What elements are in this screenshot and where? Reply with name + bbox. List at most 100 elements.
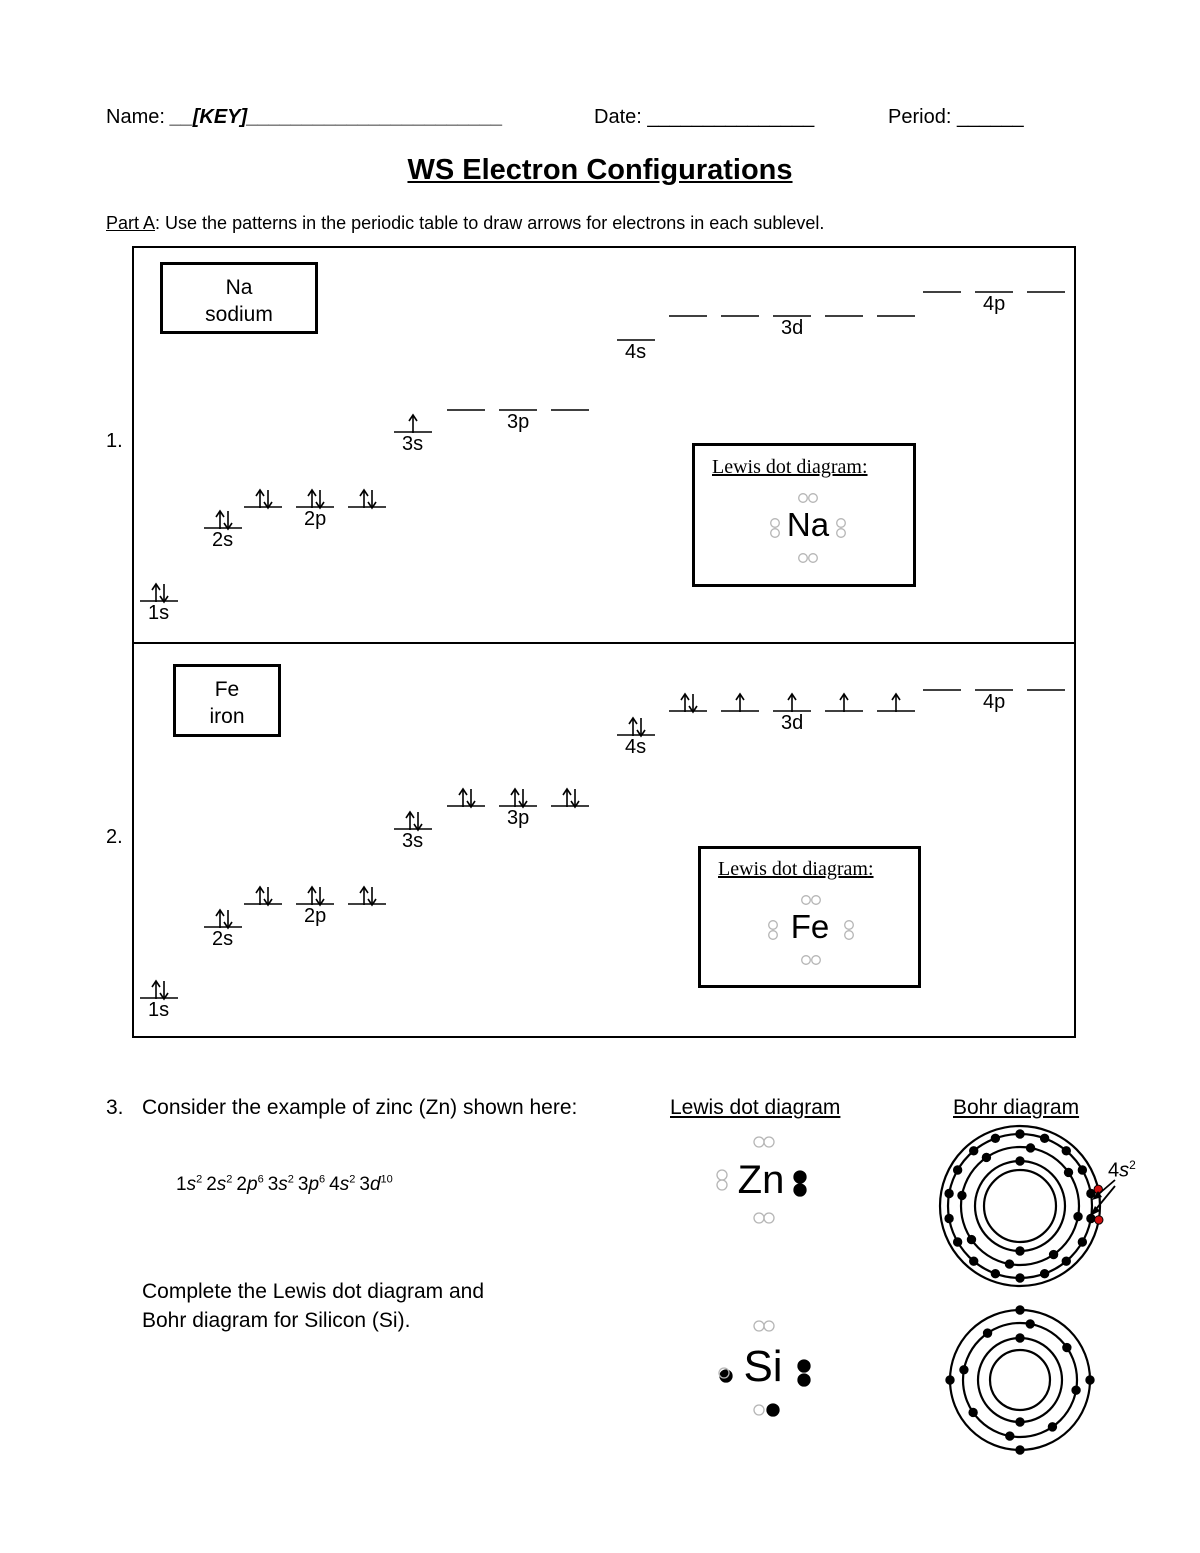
orbital — [296, 885, 334, 907]
orbital — [773, 692, 811, 712]
sublevel-label: 3d — [781, 317, 804, 339]
orbital — [877, 692, 915, 712]
sublevel-label: 4p — [983, 691, 1006, 713]
part-a-divider — [132, 642, 1076, 644]
lewis-na: Na — [768, 488, 848, 568]
sublevel-3p — [447, 787, 589, 809]
bohr-electron — [1015, 1129, 1025, 1139]
bohr-electron — [1086, 1213, 1096, 1224]
element-symbol: Fe — [214, 678, 240, 701]
empty-electron-position — [836, 528, 846, 538]
lewis-element-symbol: Si — [743, 1342, 783, 1391]
lewis-element-symbol: Fe — [790, 908, 830, 945]
bohr-electron — [1015, 1333, 1025, 1343]
bohr-electron — [952, 1237, 963, 1247]
sublevel-2p — [244, 488, 386, 510]
bohr-electron — [957, 1190, 967, 1201]
instruction-line-1: Complete the Lewis dot diagram and — [142, 1280, 485, 1303]
bohr-diagram-silicon — [945, 1305, 1095, 1455]
empty-electron-position — [798, 553, 808, 563]
bohr-electron — [1047, 1422, 1058, 1432]
orbital — [394, 413, 432, 433]
sublevel-label: 3p — [507, 411, 530, 433]
sublevel-label: 3p — [507, 807, 530, 829]
valence-electron-dot — [766, 1403, 780, 1417]
electron-shell — [948, 1308, 1092, 1452]
empty-electron-position — [770, 518, 780, 528]
bohr-electron — [969, 1256, 979, 1266]
sublevel-2p — [244, 885, 386, 907]
sublevel-3s — [394, 413, 432, 433]
sublevel-1s — [140, 979, 178, 1001]
sublevel-label: 1s — [148, 602, 170, 624]
configuration-term: 1s2 — [176, 1174, 203, 1196]
bohr-electron — [969, 1146, 979, 1156]
bohr-electron — [1015, 1417, 1025, 1427]
orbital — [499, 787, 537, 809]
empty-electron-position — [753, 1320, 765, 1332]
sublevel-label: 2s — [212, 928, 234, 950]
orbital — [721, 692, 759, 712]
empty-electron-position — [798, 493, 808, 503]
electron-shell — [946, 1132, 1094, 1280]
sublevel-3p — [447, 409, 589, 411]
empty-electron-position — [716, 1179, 728, 1191]
configuration-term: 3s2 — [267, 1174, 294, 1196]
callout-arrow — [1092, 1191, 1102, 1200]
empty-electron-position — [808, 493, 818, 503]
lewis-element-symbol: Na — [786, 506, 830, 543]
bohr-electron — [1071, 1385, 1081, 1395]
callout-arrow — [1090, 1206, 1100, 1216]
bohr-electron — [1039, 1133, 1050, 1144]
bohr-electron — [1077, 1165, 1088, 1175]
name-field: Name: __[KEY]_______________________ — [106, 106, 503, 128]
orbital — [244, 488, 282, 510]
bohr-electron — [945, 1375, 955, 1385]
bohr-electron — [959, 1365, 969, 1375]
configuration-term: 3d10 — [359, 1174, 393, 1196]
sublevel-3s — [394, 810, 432, 832]
bohr-electron — [1015, 1273, 1025, 1283]
sublevel-label: 3s — [402, 830, 424, 852]
bohr-electron — [982, 1328, 993, 1338]
empty-electron-position — [716, 1169, 728, 1181]
worksheet-title: WS Electron Configurations — [407, 154, 793, 186]
bohr-electron — [1015, 1156, 1025, 1166]
sublevel-1s — [140, 582, 178, 604]
sublevel-2s — [204, 509, 242, 531]
element-box-sodium: Na sodium — [160, 262, 318, 334]
empty-electron-position — [836, 518, 846, 528]
bohr-electron — [1085, 1375, 1095, 1385]
element-name: sodium — [205, 303, 273, 326]
sublevel-4s — [617, 716, 655, 738]
lewis-element-symbol: Zn — [737, 1158, 785, 1202]
lewis-zinc: Zn — [716, 1130, 812, 1230]
lewis-box-sodium — [692, 443, 916, 587]
date-value: _______________ — [647, 106, 815, 128]
orbital — [394, 810, 432, 832]
sublevel-label: 4s — [625, 341, 647, 363]
valence-electron-dot — [793, 1170, 807, 1184]
sublevel-label: 4s — [625, 736, 647, 758]
bohr-electron — [1005, 1431, 1015, 1441]
bohr-electron — [1086, 1188, 1096, 1199]
part-a-instruction: Part A: Use the patterns in the periodic… — [106, 213, 825, 233]
configuration-term: 2p6 — [236, 1174, 264, 1196]
empty-electron-position — [844, 930, 854, 940]
period-field: Period: ______ — [888, 106, 1024, 128]
sublevel-4p — [923, 689, 1065, 691]
bohr-electron — [990, 1268, 1001, 1279]
sublevel-label: 2s — [212, 529, 234, 551]
bohr-electron — [1077, 1237, 1088, 1247]
sublevel-3d — [669, 692, 915, 714]
electron-shell — [938, 1124, 1102, 1288]
orbital — [447, 787, 485, 809]
bohr-electron — [944, 1188, 954, 1199]
electron-shell — [988, 1348, 1052, 1412]
orbital — [296, 488, 334, 510]
electron-shell — [961, 1321, 1079, 1439]
bohr-electron — [968, 1407, 978, 1418]
bohr-electron — [990, 1133, 1001, 1144]
question-3-text: Consider the example of zinc (Zn) shown … — [142, 1096, 578, 1119]
